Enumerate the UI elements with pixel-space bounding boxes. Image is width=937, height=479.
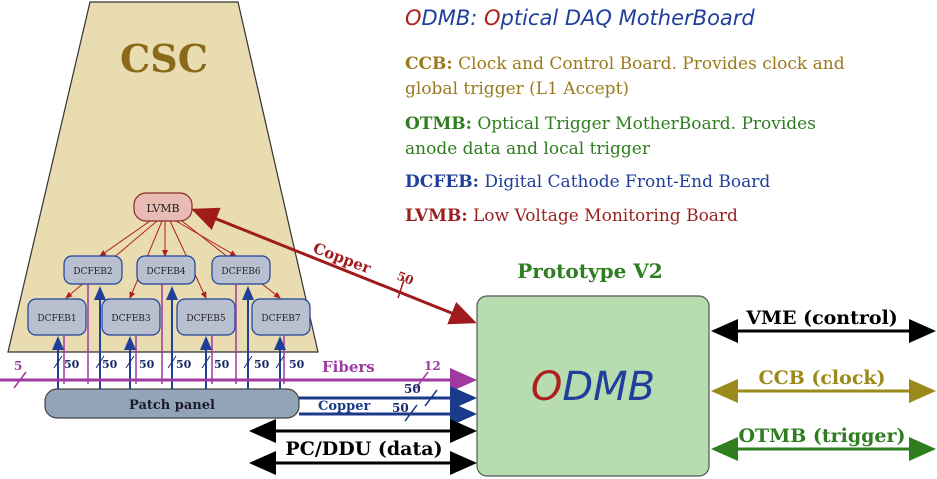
odmb-logo-o: O (531, 364, 562, 410)
legend-text: Digital Cathode Front-End Board (484, 172, 771, 192)
fibers-label: Fibers (322, 358, 375, 376)
legend-abbr: CCB: (405, 54, 453, 74)
patch-panel-label: Patch panel (129, 398, 215, 413)
legend-text: anode data and local trigger (405, 139, 650, 159)
legend-dcfeb: DCFEB: Digital Cathode Front-End Board (405, 172, 770, 192)
copper-lvmb-odmb (191, 207, 477, 325)
legend-text: Clock and Control Board. Provides clock … (458, 54, 845, 74)
ccb-label: CCB (clock) (758, 367, 885, 389)
legend-text: global trigger (L1 Accept) (405, 79, 630, 99)
patch-panel (44, 388, 300, 419)
legend-abbr: DCFEB: (405, 172, 479, 192)
title-name-o: O (484, 6, 501, 30)
legend-abbr: LVMB: (405, 206, 468, 226)
dcfeb-label: DCFEB5 (186, 314, 226, 324)
legend-otmb: OTMB: Optical Trigger MotherBoard. Provi… (405, 112, 816, 162)
dcfeb-label: DCFEB7 (261, 314, 301, 324)
copper-top-count: 50 (395, 269, 416, 288)
lvmb-label: LVMB (146, 202, 179, 215)
count-label: 50 (102, 358, 118, 371)
page-title: ODMB: Optical DAQ MotherBoard (405, 6, 755, 30)
dcfeb-top-row: DCFEB2 DCFEB4 DCFEB6 (63, 255, 271, 285)
otmb-label: OTMB (trigger) (738, 425, 905, 447)
dcfeb-box (63, 255, 123, 285)
odmb-logo: ODMB (531, 364, 655, 410)
fibers-out-count: 12 (424, 359, 441, 373)
vme-label: VME (control) (745, 307, 898, 329)
copper-bottom-count-b: 50 (392, 401, 409, 415)
fibers-out-slash (415, 371, 429, 389)
dcfeb-label: DCFEB3 (111, 314, 151, 324)
count-label: 50 (176, 358, 192, 371)
copper-bottom-label: Copper (318, 399, 370, 414)
fibers-in-slash (13, 371, 27, 389)
lvmb-box (133, 192, 193, 222)
dcfeb-label: DCFEB2 (73, 267, 112, 277)
prototype-label: Prototype V2 (517, 259, 662, 283)
dcfeb-label: DCFEB4 (146, 267, 186, 277)
legend-text: Low Voltage Monitoring Board (473, 206, 738, 226)
title-o: O (405, 6, 422, 30)
pcddu-label: PC/DDU (data) (285, 438, 442, 460)
dcfeb-box (101, 298, 161, 336)
csc-label: CSC (120, 36, 208, 81)
dcfeb-box (27, 298, 87, 336)
copper-count-labels: 50 50 50 50 50 50 50 (53, 355, 305, 371)
title-prefix-rest: DMB: (421, 6, 478, 30)
count-label: 50 (139, 358, 155, 371)
legend-text: Optical Trigger MotherBoard. Provides (477, 114, 816, 134)
copper-top-label: Copper (311, 239, 375, 278)
legend-abbr: OTMB: (405, 114, 472, 134)
count-label: 50 (254, 358, 270, 371)
dcfeb-label: DCFEB6 (221, 267, 261, 277)
odmb-logo-rest: DMB (562, 364, 655, 410)
title-name-rest: ptical DAQ MotherBoard (500, 6, 755, 30)
legend-ccb: CCB: Clock and Control Board. Provides c… (405, 52, 845, 102)
legend-lvmb: LVMB: Low Voltage Monitoring Board (405, 206, 738, 226)
count-label: 50 (289, 358, 305, 371)
dcfeb-label: DCFEB1 (37, 314, 76, 324)
count-label: 50 (214, 358, 230, 371)
count-label: 50 (64, 358, 80, 371)
odmb-box (476, 295, 710, 477)
copper-bottom-count-a: 50 (404, 382, 421, 396)
fibers-in-count: 5 (14, 359, 22, 373)
